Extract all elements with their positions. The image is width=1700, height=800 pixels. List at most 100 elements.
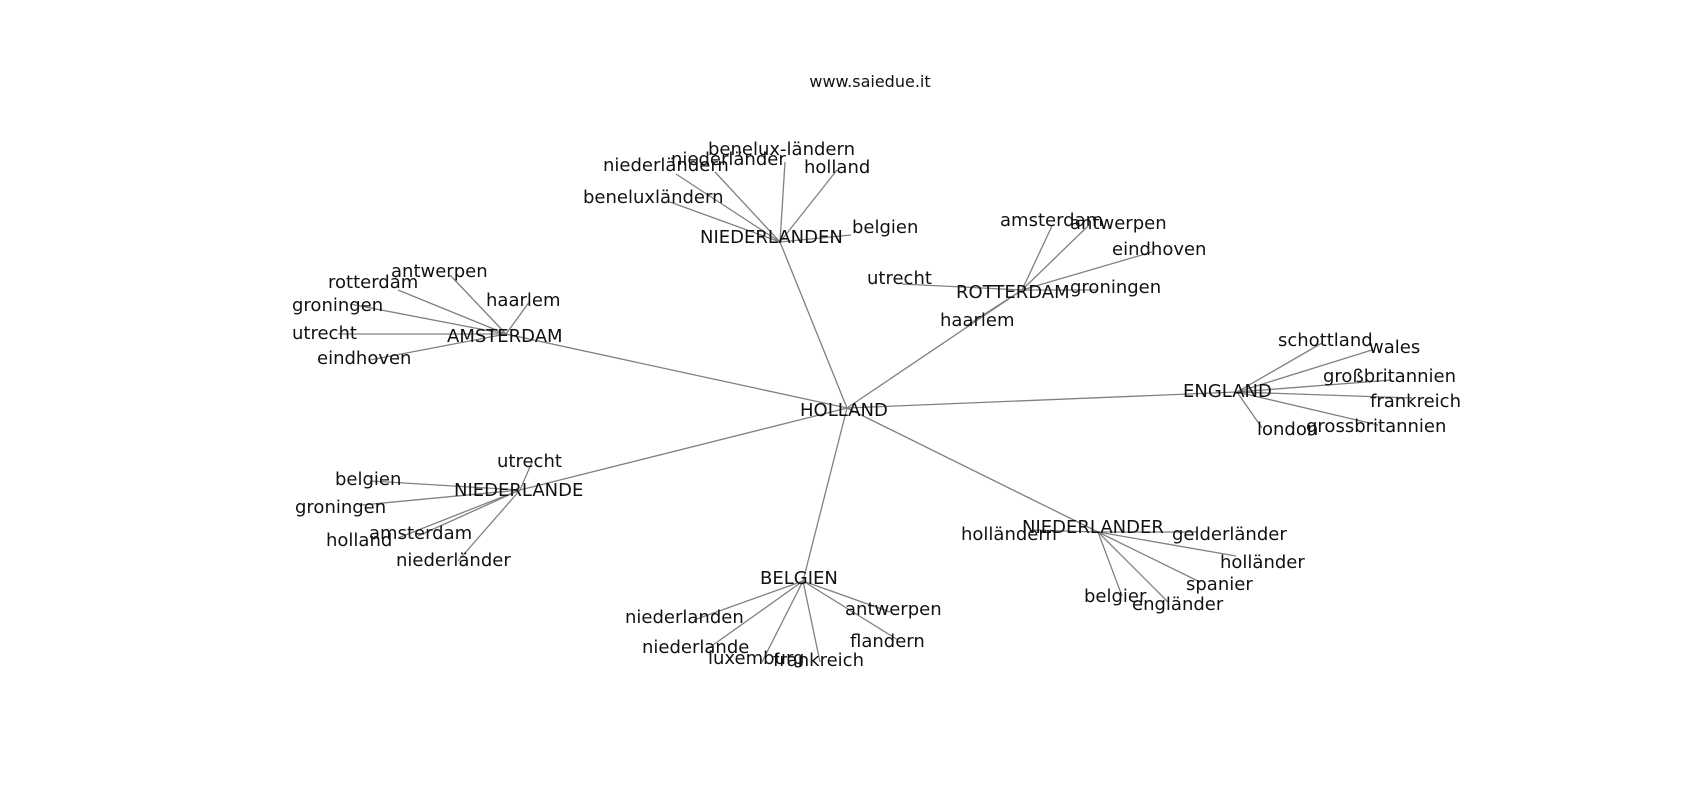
leaf-node-label: spanier (1186, 574, 1253, 595)
leaf-node-label: frankreich (773, 650, 864, 671)
edge-england-to-leaf (1236, 391, 1379, 426)
edge-belgien-to-leaf (802, 580, 891, 613)
leaf-node-label: utrecht (497, 451, 562, 472)
edge-england-to-leaf (1236, 379, 1393, 393)
leaf-node-label: niederländer (396, 550, 511, 571)
edge-niederlander-to-leaf (1097, 531, 1201, 583)
edge-niederlanden-to-leaf (675, 173, 781, 243)
edge-belgien-to-leaf (802, 580, 899, 641)
edge-niederlanden-to-leaf (779, 169, 838, 243)
edge-england-to-leaf (1236, 342, 1323, 393)
leaf-node-label: beneluxländern (583, 187, 723, 208)
edge-niederlanden-to-leaf (779, 234, 852, 243)
leaf-node-label: amsterdam (369, 523, 472, 544)
edge-root-to-niederlande (519, 407, 848, 491)
edge-niederlande-to-leaf (361, 489, 521, 506)
leaf-node-label: schottland (1278, 330, 1373, 351)
root-node-label: HOLLAND (800, 400, 888, 421)
edge-niederlander-to-leaf (1097, 531, 1123, 597)
hub-node-label-amsterdam: AMSTERDAM (447, 326, 563, 347)
edge-niederlande-to-leaf (457, 489, 521, 562)
edge-root-to-niederlander (846, 407, 1099, 533)
site-caption: www.saiedue.it (809, 72, 931, 91)
leaf-node-label: gelderländer (1172, 524, 1287, 545)
leaf-node-label: antwerpen (1070, 213, 1167, 234)
leaf-node-label: belgien (852, 217, 918, 238)
edge-england-to-leaf (1236, 391, 1413, 399)
leaf-node-label: groningen (295, 497, 386, 518)
leaf-node-label: haarlem (486, 290, 560, 311)
leaf-node-label: holland (326, 530, 392, 551)
edge-amsterdam-to-leaf (449, 274, 507, 335)
leaf-node-label: frankreich (1370, 391, 1461, 412)
edge-belgien-to-leaf (705, 580, 804, 651)
edge-amsterdam-to-leaf (349, 303, 507, 335)
edge-niederlande-to-leaf (417, 489, 521, 537)
edge-england-to-leaf (1236, 349, 1373, 393)
edge-rotterdam-to-leaf (1021, 225, 1053, 291)
leaf-node-label: belgier (1084, 586, 1147, 607)
edge-rotterdam-to-leaf (965, 289, 1023, 327)
edge-niederlander-to-leaf (1097, 531, 1169, 603)
leaf-node-label: flandern (850, 631, 925, 652)
leaf-node-label: niederländer (671, 149, 786, 170)
edge-niederlanden-to-leaf (714, 171, 781, 243)
edge-niederlander-to-leaf (1031, 529, 1099, 533)
edge-root-to-amsterdam (505, 333, 848, 409)
edge-rotterdam-to-leaf (1021, 251, 1153, 291)
hub-node-label-rotterdam: ROTTERDAM (956, 282, 1070, 303)
edge-root-to-england (846, 391, 1238, 409)
leaf-node-label: amsterdam (1000, 210, 1103, 231)
edge-amsterdam-to-leaf (397, 289, 507, 335)
hub-node-label-england: ENGLAND (1183, 381, 1272, 402)
edge-belgien-to-leaf (761, 580, 804, 663)
leaf-node-label: niederlande (642, 637, 749, 658)
leaf-node-label: holländer (1220, 552, 1305, 573)
edges-layer (338, 161, 1413, 663)
edge-rotterdam-to-leaf (1021, 225, 1089, 291)
leaf-node-label: eindhoven (1112, 239, 1206, 260)
edge-england-to-leaf (1236, 391, 1263, 429)
edge-root-to-rotterdam (846, 289, 1023, 409)
leaf-node-label: wales (1369, 337, 1420, 358)
leaf-node-label: holland (804, 157, 870, 178)
edge-niederlanden-to-leaf (779, 161, 786, 243)
edge-root-to-niederlanden (779, 241, 848, 409)
leaf-node-label: luxemburg (708, 648, 804, 669)
edge-niederlander-to-leaf (1097, 531, 1237, 557)
leaf-node-label: eindhoven (317, 348, 411, 369)
leaf-node-label: london (1257, 419, 1318, 440)
labels-layer: HOLLANDNIEDERLANDENbenelux-ländernnieder… (292, 139, 1461, 671)
leaf-node-label: antwerpen (391, 261, 488, 282)
hub-node-label-niederlander: NIEDERLANDER (1022, 517, 1164, 538)
hub-node-label-niederlanden: NIEDERLANDEN (700, 227, 843, 248)
edge-belgien-to-leaf (802, 580, 821, 663)
leaf-node-label: haarlem (940, 310, 1014, 331)
edge-amsterdam-to-leaf (505, 300, 531, 335)
leaf-node-label: niederlanden (625, 607, 744, 628)
leaf-node-label: engländer (1132, 594, 1224, 615)
leaf-node-label: utrecht (867, 268, 932, 289)
hub-node-label-belgien: BELGIEN (760, 568, 838, 589)
leaf-node-label: benelux-ländern (708, 139, 855, 160)
edge-niederlande-to-leaf (519, 461, 533, 491)
hub-node-label-niederlande: NIEDERLANDE (454, 480, 583, 501)
edge-niederlande-to-leaf (369, 480, 521, 491)
edge-rotterdam-to-leaf (901, 283, 1023, 291)
edge-root-to-belgien (802, 407, 848, 582)
edge-amsterdam-to-leaf (369, 333, 507, 361)
leaf-node-label: grossbritannien (1306, 416, 1446, 437)
leaf-node-label: antwerpen (845, 599, 942, 620)
leaf-node-label: rotterdam (328, 272, 418, 293)
leaf-node-label: belgien (335, 469, 401, 490)
leaf-node-label: utrecht (292, 323, 357, 344)
edge-niederlanden-to-leaf (669, 201, 781, 243)
edge-belgien-to-leaf (693, 580, 804, 621)
leaf-node-label: großbritannien (1323, 366, 1456, 387)
edge-niederlande-to-leaf (397, 489, 521, 539)
leaf-node-label: groningen (1070, 277, 1161, 298)
leaf-node-label: groningen (292, 295, 383, 316)
leaf-node-label: holländern (961, 524, 1057, 545)
leaf-node-label: niederländern (603, 155, 729, 176)
